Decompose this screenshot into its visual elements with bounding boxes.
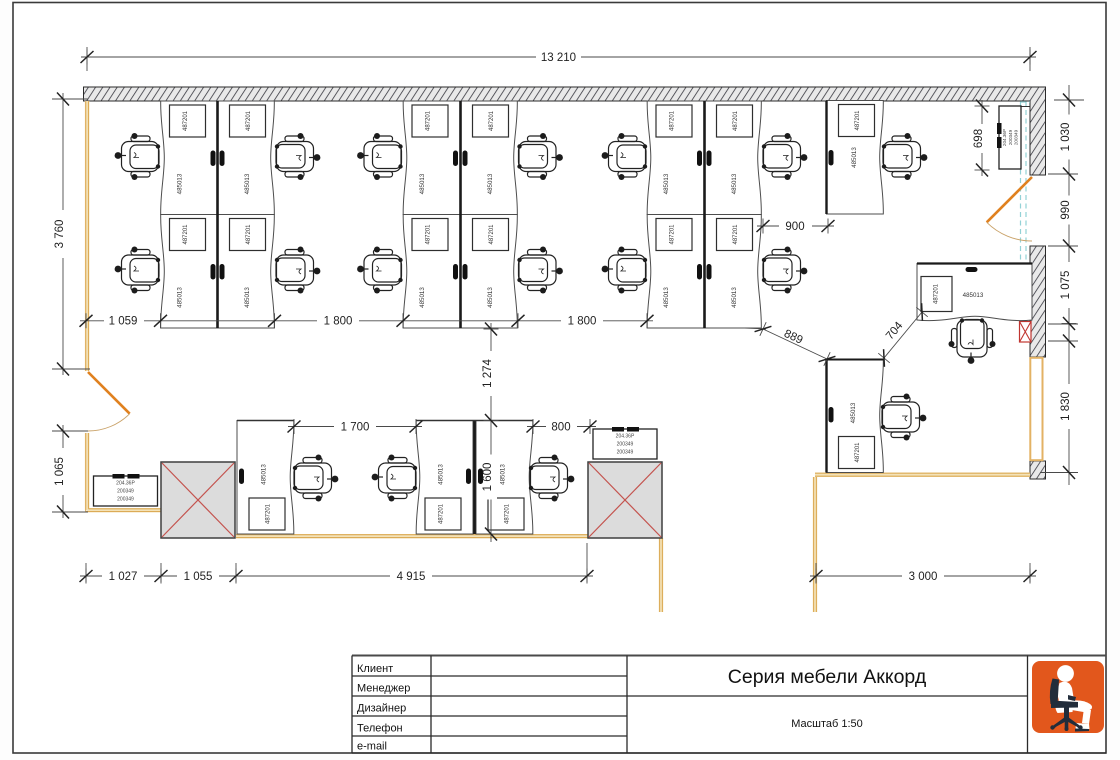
svg-text:4 915: 4 915	[397, 571, 426, 583]
svg-text:1 800: 1 800	[324, 316, 353, 328]
svg-text:3 760: 3 760	[54, 220, 66, 249]
svg-text:485013: 485013	[851, 147, 858, 168]
svg-text:487201: 487201	[855, 110, 861, 131]
svg-text:1 274: 1 274	[482, 359, 494, 388]
svg-text:487201: 487201	[934, 283, 940, 304]
svg-text:e-mail: e-mail	[357, 741, 387, 753]
svg-text:990: 990	[1060, 200, 1072, 219]
svg-text:Масштаб 1:50: Масштаб 1:50	[791, 718, 863, 730]
svg-text:800: 800	[551, 422, 570, 434]
svg-text:200349: 200349	[1008, 129, 1013, 145]
svg-text:13 210: 13 210	[541, 52, 576, 64]
svg-text:Дизайнер: Дизайнер	[357, 703, 406, 715]
svg-text:204.36P: 204.36P	[1002, 129, 1007, 146]
svg-text:1 075: 1 075	[1060, 271, 1072, 300]
svg-text:Серия мебели Аккорд: Серия мебели Аккорд	[728, 666, 927, 688]
svg-text:900: 900	[785, 221, 804, 233]
svg-text:1 027: 1 027	[109, 571, 138, 583]
svg-text:1 059: 1 059	[109, 316, 138, 328]
svg-text:485013: 485013	[963, 292, 984, 299]
svg-text:1 600: 1 600	[482, 463, 494, 492]
svg-text:Менеджер: Менеджер	[357, 683, 410, 695]
svg-text:1 830: 1 830	[1060, 392, 1072, 421]
svg-text:Телефон: Телефон	[357, 723, 403, 735]
svg-text:1 800: 1 800	[568, 316, 597, 328]
svg-text:1 700: 1 700	[341, 422, 370, 434]
svg-text:1 030: 1 030	[1060, 123, 1072, 152]
svg-text:1 055: 1 055	[184, 571, 213, 583]
svg-text:3 000: 3 000	[909, 571, 938, 583]
svg-text:Клиент: Клиент	[357, 663, 393, 675]
svg-text:1 065: 1 065	[54, 457, 66, 486]
svg-text:698: 698	[973, 129, 985, 148]
svg-text:200349: 200349	[1014, 129, 1019, 145]
